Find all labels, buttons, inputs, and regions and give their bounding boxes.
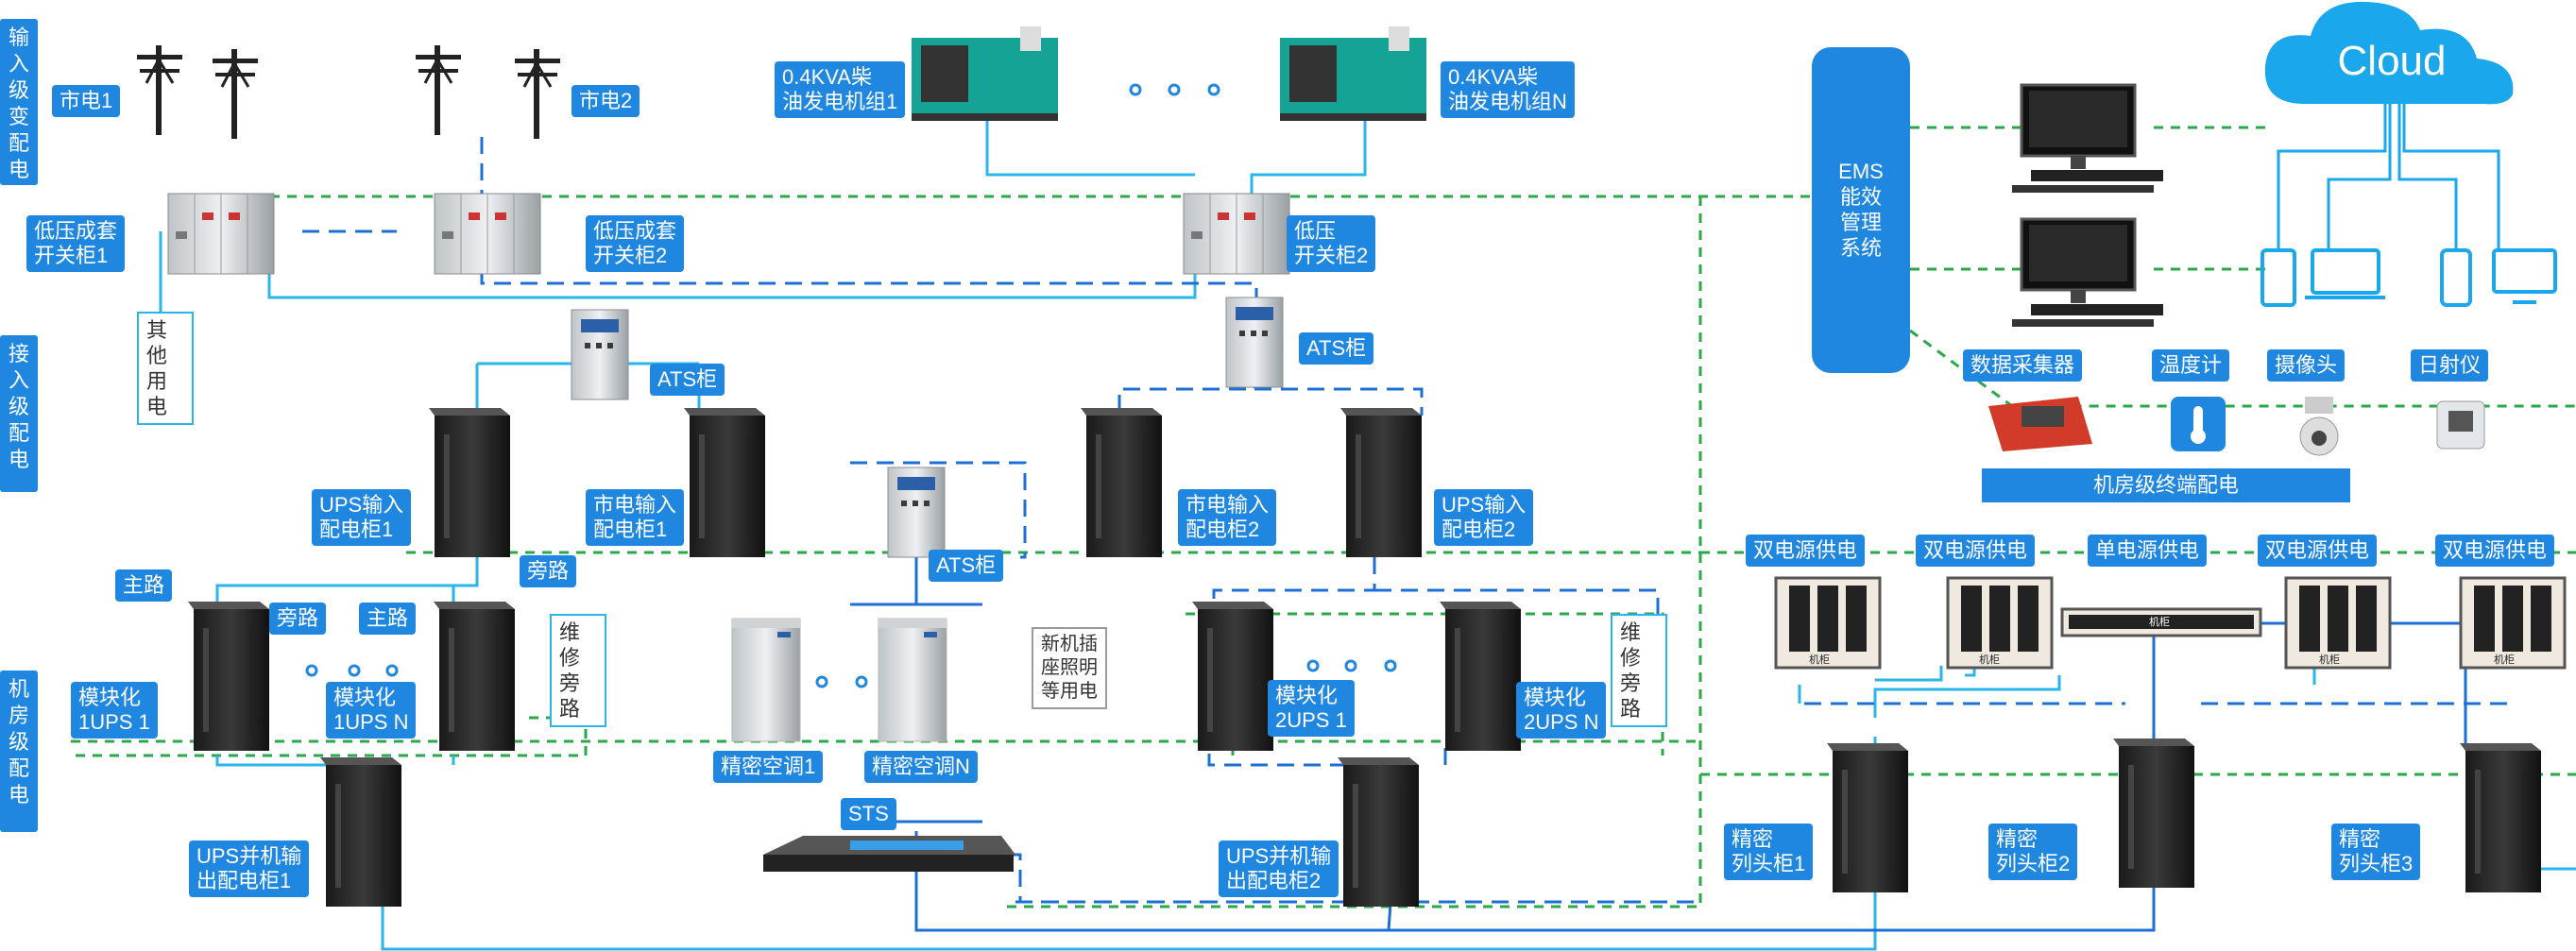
- air-conditioner-icon: [731, 618, 801, 742]
- power-pole-icon: [211, 47, 260, 141]
- switchgear3-label: 低压 开关柜2: [1287, 215, 1376, 272]
- server-cabinet-icon: [2113, 739, 2194, 888]
- server-cabinet-icon: [684, 408, 765, 557]
- rack-label: 机柜: [1809, 654, 1830, 666]
- server-cabinet-icon: [1338, 757, 1419, 907]
- ats1-label: ATS柜: [650, 364, 725, 396]
- camera-label: 摄像头: [2267, 349, 2346, 382]
- server-cabinet-icon: [1081, 408, 1162, 557]
- generator-icon: [1280, 26, 1426, 121]
- main-route1-label: 主路: [115, 569, 173, 602]
- ac1-label: 精密空调1: [713, 751, 824, 783]
- acN-label: 精密空调N: [864, 751, 978, 783]
- ups2-n-label: 模块化 2UPS N: [1516, 682, 1607, 739]
- mains-input1-label: 市电输入 配电柜1: [586, 489, 685, 546]
- sts-label: STS: [841, 798, 896, 830]
- air-conditioner-icon: [878, 618, 947, 742]
- generatorN-label: 0.4KVA柴 油发电机组N: [1441, 61, 1575, 118]
- main-route2-label: 主路: [359, 603, 417, 635]
- cloud-label: Cloud: [2337, 38, 2447, 84]
- server-cabinet-icon: [320, 757, 401, 907]
- dual-power4-label: 双电源供电: [2435, 535, 2555, 567]
- server-cabinet-icon: [429, 408, 510, 557]
- terminal-distribution-bar: 机房级终端配电: [1982, 468, 2350, 502]
- collector-label: 数据采集器: [1963, 349, 2083, 382]
- computer-monitor-icon: [2010, 83, 2165, 195]
- other-power-label: 其 他 用 电: [137, 312, 194, 425]
- cloud-icon: [2264, 1, 2514, 250]
- column-head3-label: 精密 列头柜3: [2331, 824, 2421, 880]
- ems-system-block: EMS 能效 管理 系统: [1812, 47, 1910, 373]
- single-power-label: 单电源供电: [2088, 535, 2208, 567]
- tier-access-level: 接 入 级 配 电: [0, 335, 38, 492]
- rack-label: 机柜: [2149, 617, 2170, 628]
- grid2-label: 市电2: [571, 85, 640, 117]
- rack-label: 机柜: [1979, 654, 2000, 666]
- pyranometer-label: 日射仪: [2411, 349, 2489, 382]
- ups1-n-label: 模块化 1UPS N: [326, 682, 417, 739]
- desktop-icon: [2492, 248, 2557, 294]
- power-pole-icon: [414, 43, 463, 137]
- camera-icon: [2299, 397, 2339, 456]
- ats-cabinet-icon: [571, 309, 629, 400]
- pyranometer-icon: [2436, 400, 2485, 450]
- rack-label: 机柜: [2494, 654, 2515, 666]
- rack-cabinet-icon: [1946, 576, 2054, 670]
- tier-room-level: 机 房 级 配 电: [0, 671, 38, 832]
- switchgear-icon: [167, 193, 275, 275]
- power-pole-icon: [513, 47, 562, 141]
- rack-cabinet-icon: [2060, 607, 2262, 637]
- ups-input2-label: UPS输入 配电柜2: [1434, 489, 1534, 546]
- grid1-label: 市电1: [52, 85, 121, 117]
- server-cabinet-icon: [2460, 743, 2541, 892]
- ats3-label: ATS柜: [929, 550, 1004, 582]
- server-cabinet-icon: [434, 602, 515, 751]
- switchgear2-label: 低压成套 开关柜2: [586, 215, 685, 272]
- server-cabinet-icon: [1340, 408, 1422, 557]
- sts-device-icon: [763, 836, 1015, 872]
- ups-output1-label: UPS并机输 出配电柜1: [189, 841, 310, 897]
- laptop-icon: [2311, 248, 2380, 295]
- power-pole-icon: [135, 43, 184, 137]
- tablet-icon: [2260, 248, 2296, 307]
- rack-label: 机柜: [2319, 654, 2340, 666]
- ups-output2-label: UPS并机输 出配电柜2: [1219, 841, 1339, 897]
- generator-icon: [912, 26, 1058, 121]
- thermometer-icon: [2171, 397, 2226, 451]
- switchgear1-label: 低压成套 开关柜1: [26, 215, 126, 272]
- bypass1-label: 旁路: [520, 555, 577, 587]
- bypass2-label: 旁路: [269, 603, 327, 635]
- maint-bypass1-label: 维 修 旁 路: [550, 614, 606, 727]
- column-head1-label: 精密 列头柜1: [1724, 824, 1814, 880]
- ups1-1-label: 模块化 1UPS 1: [71, 682, 158, 739]
- switchgear-icon: [1183, 193, 1290, 275]
- ats-cabinet-icon: [1225, 297, 1284, 388]
- ups-input1-label: UPS输入 配电柜1: [312, 489, 412, 546]
- server-cabinet-icon: [188, 602, 269, 751]
- dual-power1-label: 双电源供电: [1746, 535, 1866, 567]
- thermometer-label: 温度计: [2152, 349, 2230, 382]
- computer-monitor-icon: [2010, 217, 2165, 329]
- switchgear-icon: [434, 193, 541, 275]
- tier-input-level: 输 入 级 变 配 电: [0, 19, 38, 185]
- maint-bypass2-label: 维 修 旁 路: [1611, 614, 1667, 727]
- server-cabinet-icon: [1192, 602, 1273, 751]
- ups2-1-label: 模块化 2UPS 1: [1268, 680, 1355, 737]
- data-collector-icon: [1988, 397, 2092, 451]
- dual-power3-label: 双电源供电: [2258, 535, 2378, 567]
- column-head2-label: 精密 列头柜2: [1988, 824, 2078, 880]
- server-cabinet-icon: [1440, 602, 1521, 751]
- mains-input2-label: 市电输入 配电柜2: [1178, 489, 1277, 546]
- ats2-label: ATS柜: [1299, 332, 1374, 365]
- phone-icon: [2440, 248, 2472, 307]
- generator1-label: 0.4KVA柴 油发电机组1: [775, 61, 906, 118]
- socket-lighting-label: 新机插 座照明 等用电: [1032, 627, 1107, 709]
- dual-power2-label: 双电源供电: [1916, 535, 2036, 567]
- server-cabinet-icon: [1827, 743, 1908, 892]
- ats-cabinet-icon: [887, 467, 946, 558]
